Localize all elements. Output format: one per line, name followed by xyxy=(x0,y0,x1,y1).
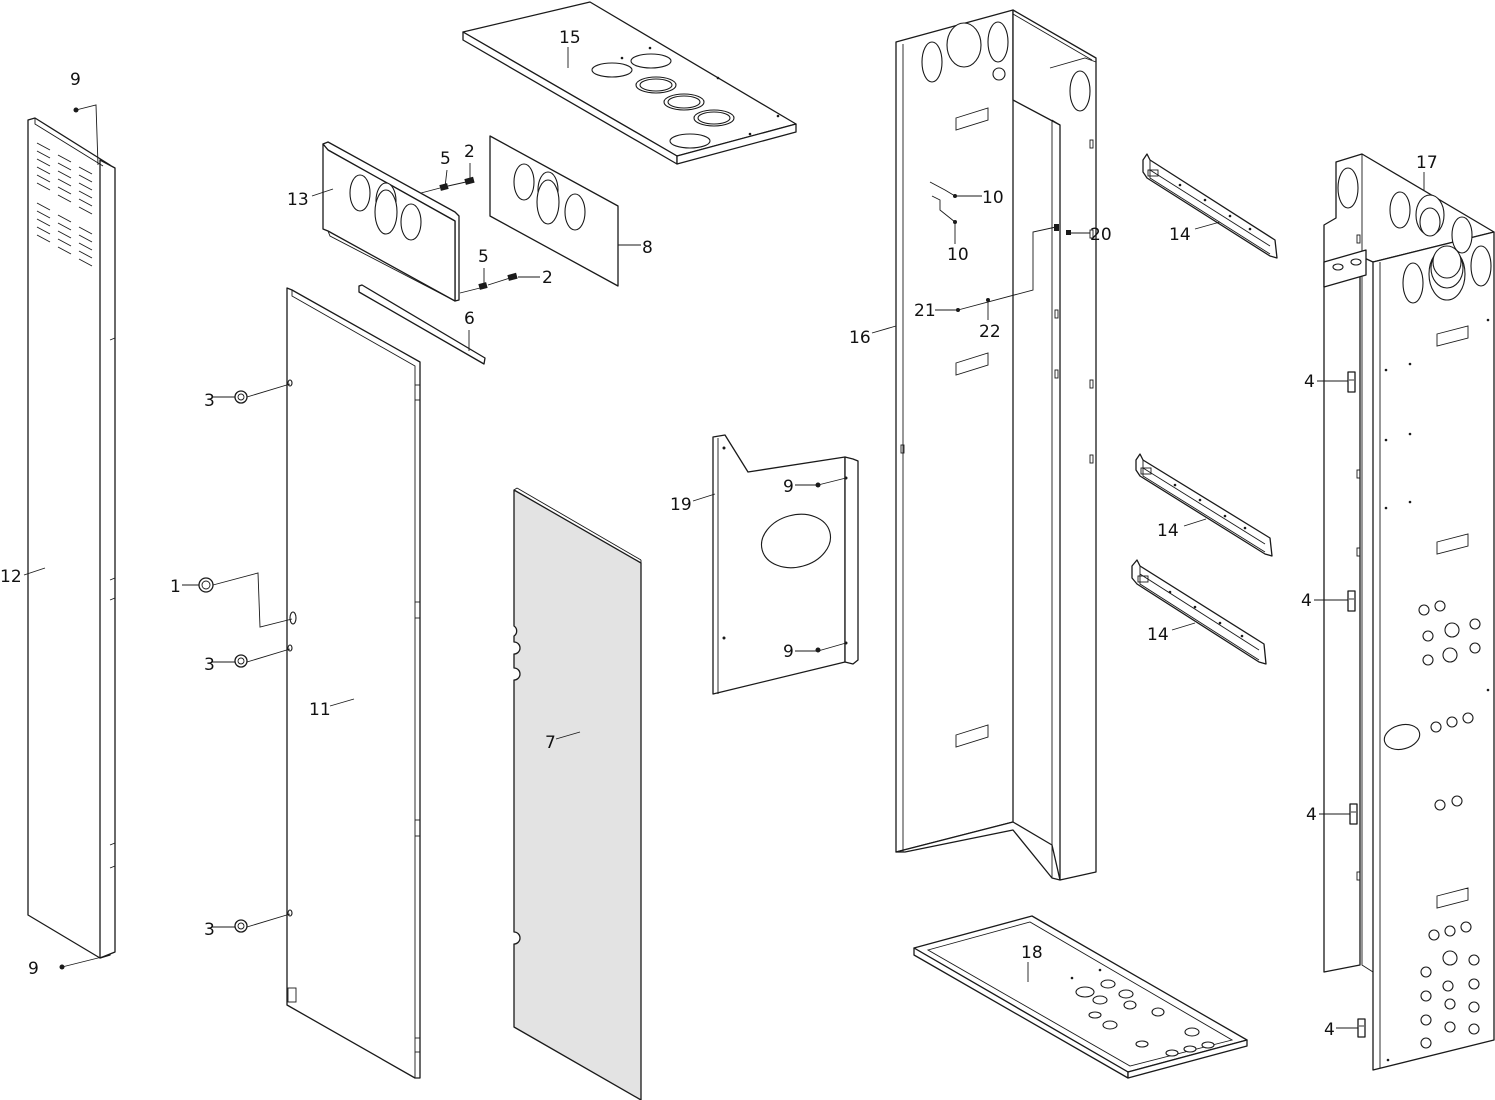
label-22: 22 xyxy=(979,322,1001,342)
label-10: 10 xyxy=(947,245,969,265)
label-19: 19 xyxy=(670,495,692,515)
part-11-front-panel xyxy=(286,287,421,1079)
label-7: 7 xyxy=(545,733,556,753)
label-11: 11 xyxy=(309,700,331,720)
label-12: 12 xyxy=(0,567,22,587)
label-14: 14 xyxy=(1157,521,1179,541)
part-6-strip xyxy=(358,284,486,365)
part-16-back-channel xyxy=(895,9,1097,881)
part-labels: 9 9 12 3 3 3 1 11 7 13 5 2 5 2 8 6 15 19… xyxy=(0,28,1438,1040)
label-2: 2 xyxy=(542,268,553,288)
label-3: 3 xyxy=(204,920,215,940)
label-20: 20 xyxy=(1090,225,1112,245)
part-14-rail-bottom xyxy=(1131,559,1267,665)
part-13-plate xyxy=(322,141,460,302)
label-9: 9 xyxy=(28,959,39,979)
label-3: 3 xyxy=(204,655,215,675)
label-15: 15 xyxy=(559,28,581,48)
leader-lines xyxy=(23,47,1425,1029)
label-4: 4 xyxy=(1306,805,1317,825)
label-9: 9 xyxy=(783,642,794,662)
part-14-rail-middle xyxy=(1135,453,1273,557)
label-13: 13 xyxy=(287,190,309,210)
part-4-clips xyxy=(1347,371,1366,1038)
label-6: 6 xyxy=(464,309,475,329)
label-1: 1 xyxy=(170,577,181,597)
label-3: 3 xyxy=(204,391,215,411)
label-4: 4 xyxy=(1324,1020,1335,1040)
label-18: 18 xyxy=(1021,943,1043,963)
part-19-bracket xyxy=(712,434,859,695)
part-18-base-tray xyxy=(913,915,1248,1079)
label-9: 9 xyxy=(783,477,794,497)
label-16: 16 xyxy=(849,328,871,348)
part-1-lock xyxy=(198,577,214,593)
label-14: 14 xyxy=(1169,225,1191,245)
part-15-top-cover xyxy=(462,1,797,165)
label-10: 10 xyxy=(982,188,1004,208)
label-4: 4 xyxy=(1304,372,1315,392)
label-5: 5 xyxy=(440,149,451,169)
label-9: 9 xyxy=(70,70,81,90)
part-2-5-screws xyxy=(439,176,518,290)
label-4: 4 xyxy=(1301,591,1312,611)
label-17: 17 xyxy=(1416,153,1438,173)
part-17-right-frame xyxy=(1323,153,1495,1071)
part-7-insulation-panel xyxy=(513,487,642,1100)
part-3-fasteners xyxy=(234,390,248,933)
part-12-side-panel xyxy=(27,117,116,959)
label-21: 21 xyxy=(914,301,936,321)
part-14-rail-top xyxy=(1142,153,1278,259)
label-14: 14 xyxy=(1147,625,1169,645)
louver-vents xyxy=(36,142,93,267)
label-2: 2 xyxy=(464,142,475,162)
label-5: 5 xyxy=(478,247,489,267)
label-8: 8 xyxy=(642,238,653,258)
part-8-plate xyxy=(489,135,619,287)
